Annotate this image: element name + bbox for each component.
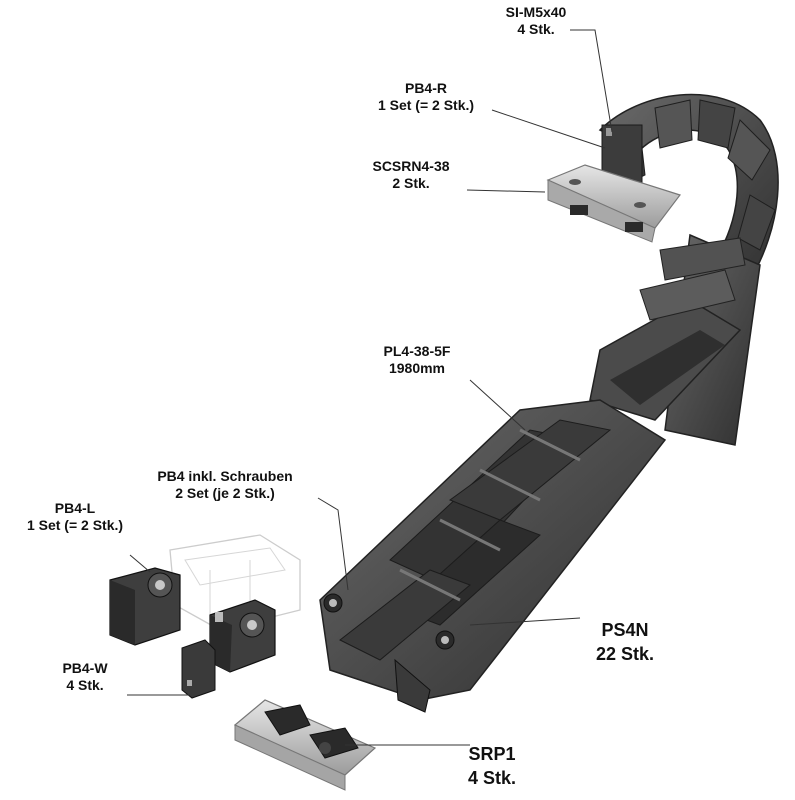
leader-pb4-inkl	[317, 497, 349, 591]
label-si-m5x40-qty: 4 Stk.	[517, 21, 555, 37]
label-scsrn4-38: SCSRN4-38 2 Stk.	[356, 158, 466, 192]
leader-scsrn4-38	[466, 189, 546, 193]
label-srp1-name: SRP1	[468, 744, 516, 764]
label-pb4-l: PB4-L 1 Set (= 2 Stk.)	[0, 500, 150, 534]
leader-ps4n	[469, 617, 581, 626]
label-ps4n-qty: 22 Stk.	[595, 644, 655, 664]
label-pb4-inkl-name: PB4 inkl. Schrauben	[157, 468, 293, 484]
leader-pb4-r	[491, 109, 606, 149]
label-pb4-r-qty: 1 Set (= 2 Stk.)	[377, 97, 475, 113]
label-ps4n: PS4N 22 Stk.	[580, 618, 670, 666]
label-pl4-38-5f: PL4-38-5F 1980mm	[362, 343, 472, 377]
chain-lower-section	[319, 399, 667, 713]
label-pb4-w-qty: 4 Stk.	[66, 677, 104, 693]
label-pb4-r-name: PB4-R	[404, 80, 447, 96]
label-scsrn4-38-qty: 2 Stk.	[392, 175, 430, 191]
label-pb4-l-qty: 1 Set (= 2 Stk.)	[26, 517, 124, 533]
label-pb4-r: PB4-R 1 Set (= 2 Stk.)	[356, 80, 496, 114]
leader-pl4-38-5f	[469, 379, 526, 431]
pb4-l-bracket-right	[209, 599, 276, 673]
leader-pb4-l	[129, 554, 151, 573]
label-pl4-38-5f-name: PL4-38-5F	[383, 343, 451, 359]
label-si-m5x40: SI-M5x40 4 Stk.	[486, 4, 586, 38]
label-pb4-w-name: PB4-W	[62, 660, 108, 676]
label-pl4-38-5f-length: 1980mm	[388, 360, 446, 376]
label-pb4-inkl-schrauben: PB4 inkl. Schrauben 2 Set (je 2 Stk.)	[130, 468, 320, 502]
pb4-w-block	[181, 639, 216, 699]
label-srp1-qty: 4 Stk.	[467, 768, 517, 788]
label-srp1: SRP1 4 Stk.	[452, 742, 532, 790]
label-pb4-w: PB4-W 4 Stk.	[40, 660, 130, 694]
pb4-l-bracket-left	[109, 567, 181, 646]
label-pb4-inkl-qty: 2 Set (je 2 Stk.)	[175, 485, 275, 501]
srp1-rail	[233, 699, 377, 791]
scsrn4-38-rail	[546, 164, 681, 243]
label-si-m5x40-name: SI-M5x40	[505, 4, 567, 20]
leader-si-m5x40	[570, 29, 613, 133]
label-ps4n-name: PS4N	[601, 620, 649, 640]
label-scsrn4-38-name: SCSRN4-38	[372, 158, 450, 174]
chain-middle-section	[589, 233, 761, 446]
leader-lines	[127, 29, 613, 746]
label-pb4-l-name: PB4-L	[54, 500, 96, 516]
